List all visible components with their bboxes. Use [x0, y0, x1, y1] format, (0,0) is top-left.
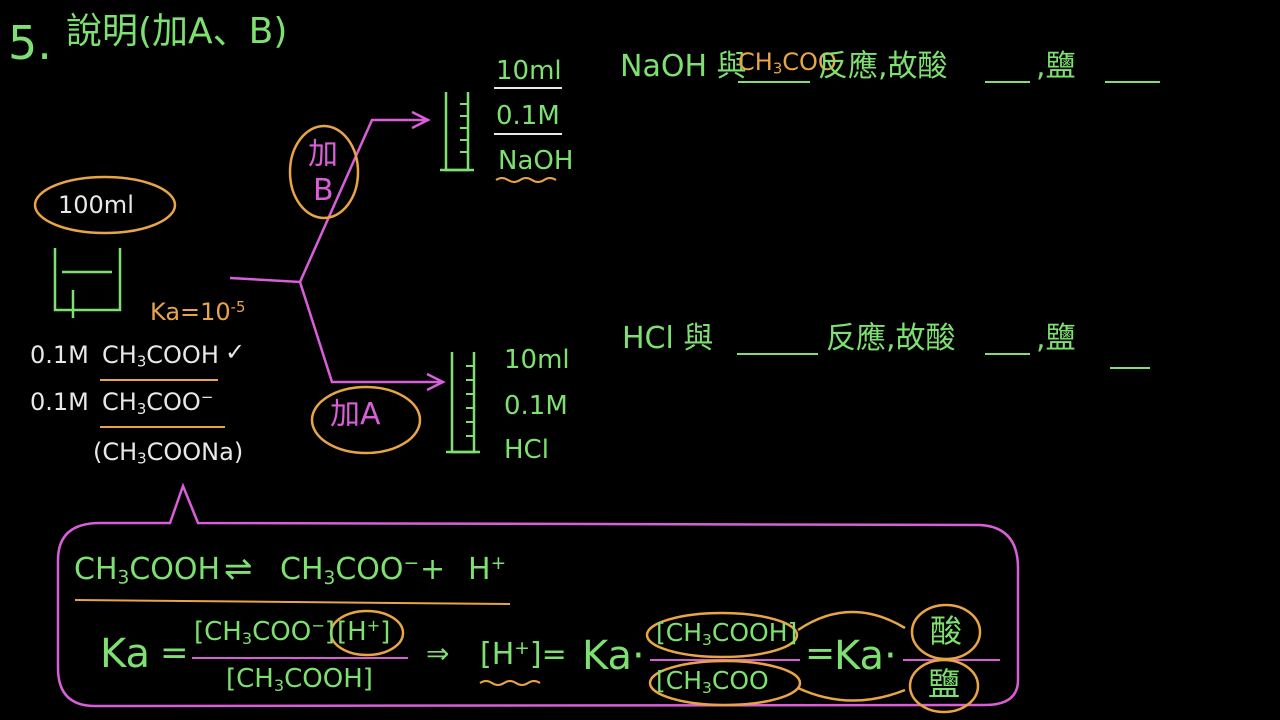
beaker-icon: [53, 248, 122, 312]
ka-symbol: Ka: [100, 631, 151, 677]
h-conc: [H+]=: [480, 637, 567, 673]
statement-b-part1: NaOH 與: [620, 49, 747, 84]
b-concentration: 0.1M: [496, 101, 560, 131]
salt-word: 鹽: [928, 665, 961, 703]
ka-value: Ka=10-5: [150, 298, 246, 327]
statement-a-part3: ,鹽: [1036, 321, 1076, 356]
h-wavy-underline: [479, 680, 541, 686]
beaker-volume: 100ml: [58, 191, 134, 219]
branch-b-line: [229, 118, 425, 284]
a-reagent: HCl: [504, 435, 549, 465]
base-conc: [CH3COO: [656, 666, 769, 697]
a-concentration: 0.1M: [504, 391, 568, 421]
branch-a-line: [298, 281, 440, 384]
equation-underline: [74, 599, 511, 605]
b-volume: 10ml: [496, 56, 562, 86]
naoh-wavy-underline: [495, 177, 557, 183]
add-a-label: 加A: [330, 397, 381, 432]
equation-product-2: H+: [468, 552, 507, 588]
acid-word: 酸: [930, 612, 963, 650]
acid-formula: CH3COOH: [102, 341, 219, 371]
connector-arc-bottom: [797, 686, 906, 702]
ka-numerator-1: [CH3COO−]: [194, 616, 335, 648]
cylinder-b-ticks: [460, 103, 468, 153]
a-volume: 10ml: [504, 345, 570, 375]
equilibrium-arrow-icon: ⇌: [224, 549, 253, 589]
base-concentration: 0.1M: [30, 388, 89, 416]
branch-a-arrowhead: [426, 372, 446, 392]
section-title: 說明(加A、B): [66, 11, 288, 52]
add-b-label-bottom: B: [313, 173, 334, 208]
add-b-label-top: 加: [308, 137, 338, 172]
statement-b-highlight: CH3COO: [738, 48, 837, 78]
section-number: 5.: [8, 16, 52, 70]
equals-2: =: [805, 633, 836, 674]
statement-a-part2: 反應,故酸: [826, 321, 956, 356]
acid-concentration: 0.1M: [30, 341, 89, 369]
ka-equals: =: [160, 633, 189, 673]
statement-b-part3: ,鹽: [1036, 49, 1076, 84]
h-plus-oval: [329, 609, 405, 657]
statement-b-part2: 反應,故酸: [818, 49, 948, 84]
cylinder-a-ticks: [466, 365, 474, 437]
add-b-oval: [288, 124, 360, 220]
branch-b-arrowhead: [411, 110, 431, 130]
equation-callout: [56, 482, 1020, 708]
base-conc-oval: [648, 659, 802, 707]
acid-conc: [CH3COOH]: [656, 618, 798, 649]
volume-oval: [33, 175, 177, 235]
salt-word-oval: [908, 658, 980, 714]
add-a-oval: [310, 385, 422, 455]
b-reagent: NaOH: [498, 146, 574, 176]
ka-numerator-2: [H+]: [337, 616, 391, 647]
equation-reactant: CH3COOH: [74, 552, 221, 589]
ka-symbol-2: Ka·: [582, 633, 645, 679]
acid-conc-oval: [645, 611, 799, 659]
implies-arrow-icon: ⇒: [426, 637, 450, 670]
ka-denominator: [CH3COOH]: [226, 664, 373, 696]
salt-formula: (CH3COONa): [93, 438, 244, 468]
base-formula: CH3COO−: [102, 388, 214, 418]
equation-plus: +: [420, 552, 446, 587]
check-mark-icon: ✓: [225, 338, 246, 366]
connector-arc-top: [797, 610, 906, 632]
statement-a-part1: HCl 與: [622, 321, 714, 356]
equation-product-1: CH3COO−: [280, 552, 420, 589]
ka-symbol-3: Ka·: [834, 633, 897, 679]
